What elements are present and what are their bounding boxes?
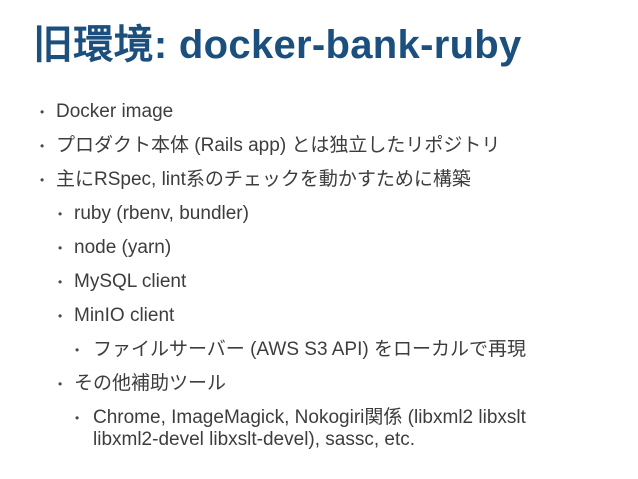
list-item: • node (yarn): [0, 237, 630, 259]
list-item-text: Chrome, ImageMagick, Nokogiri関係 (libxml2…: [93, 407, 526, 450]
bullet-icon: •: [58, 207, 63, 221]
bullet-icon: •: [40, 105, 45, 119]
bullet-icon: •: [40, 139, 45, 153]
list-item: • Chrome, ImageMagick, Nokogiri関係 (libxm…: [0, 407, 630, 451]
list-item: • MySQL client: [0, 271, 630, 293]
bullet-icon: •: [58, 377, 63, 391]
bullet-icon: •: [40, 173, 45, 187]
bullet-icon: •: [75, 343, 80, 357]
list-item-text: ruby (rbenv, bundler): [74, 203, 249, 224]
list-item: • 主にRSpec, lint系のチェックを動かすために構築: [0, 169, 630, 191]
bullet-icon: •: [58, 241, 63, 255]
list-item-text: MySQL client: [74, 271, 187, 292]
list-item-text: その他補助ツール: [74, 373, 227, 394]
list-item: • Docker image: [0, 101, 630, 123]
slide-title: 旧環境: docker-bank-ruby: [33, 23, 522, 67]
list-item-text: ファイルサーバー (AWS S3 API) をローカルで再現: [93, 339, 526, 360]
list-item-text: MinIO client: [74, 305, 175, 326]
bullet-icon: •: [75, 411, 80, 425]
bullet-icon: •: [58, 275, 63, 289]
list-item: • プロダクト本体 (Rails app) とは独立したリポジトリ: [0, 135, 630, 157]
list-item: • ファイルサーバー (AWS S3 API) をローカルで再現: [0, 339, 630, 361]
list-item-text: node (yarn): [74, 237, 172, 258]
list-item-text: Docker image: [56, 101, 174, 122]
list-item: • MinIO client: [0, 305, 630, 327]
list-item: • ruby (rbenv, bundler): [0, 203, 630, 225]
list-item: • その他補助ツール: [0, 373, 630, 395]
bullet-list: • Docker image • プロダクト本体 (Rails app) とは独…: [0, 101, 630, 463]
list-item-text: 主にRSpec, lint系のチェックを動かすために構築: [56, 169, 471, 190]
list-item-text: プロダクト本体 (Rails app) とは独立したリポジトリ: [56, 135, 501, 156]
bullet-icon: •: [58, 309, 63, 323]
